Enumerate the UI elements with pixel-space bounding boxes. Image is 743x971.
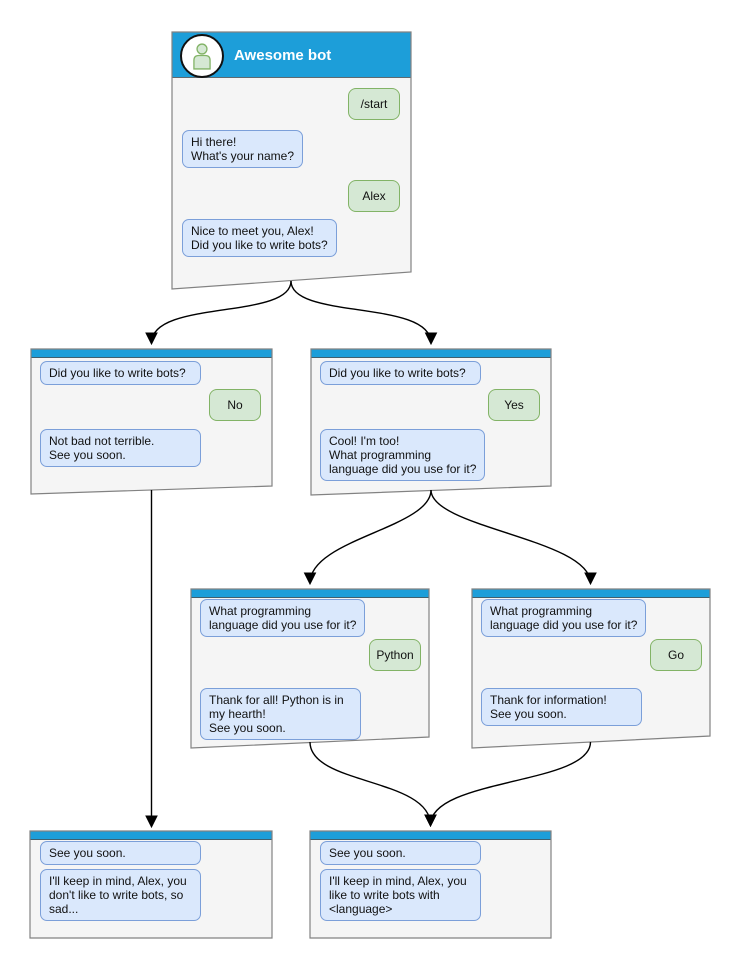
bot-message-bubble[interactable]: Did you like to write bots?	[40, 361, 201, 385]
bot-message-bubble[interactable]: I'll keep in mind, Alex, you like to wri…	[320, 869, 481, 921]
bot-message-bubble[interactable]: Hi there! What's your name?	[182, 130, 304, 168]
person-icon	[193, 43, 211, 70]
window-titlebar	[191, 589, 429, 598]
user-message-bubble[interactable]: Yes	[488, 389, 540, 421]
user-message-bubble[interactable]: Python	[369, 639, 421, 671]
chat-window-branch-no[interactable]: Did you like to write bots? No Not bad n…	[31, 349, 272, 494]
window-titlebar	[472, 589, 710, 598]
edge-start-to-branch-yes[interactable]	[290, 280, 438, 346]
bot-message-bubble[interactable]: I'll keep in mind, Alex, you don't like …	[40, 869, 201, 921]
edge-branch-yes-to-lang-go[interactable]	[430, 489, 597, 586]
window-title: Awesome bot	[234, 46, 332, 64]
edge-branch-yes-to-lang-python[interactable]	[303, 489, 432, 586]
bot-message-bubble[interactable]: What programming language did you use fo…	[481, 599, 647, 637]
chat-window-start[interactable]: Awesome bot /start Hi there! What's your…	[172, 32, 411, 289]
chat-window-branch-yes[interactable]: Did you like to write bots? Yes Cool! I'…	[311, 349, 551, 495]
edge-lang-python-to-end-yes[interactable]	[309, 741, 437, 828]
bot-message-bubble[interactable]: Thank for information! See you soon.	[481, 688, 642, 726]
bot-message-bubble[interactable]: Thank for all! Python is in my hearth! S…	[200, 688, 361, 740]
window-titlebar	[31, 349, 272, 358]
chat-window-lang-python[interactable]: What programming language did you use fo…	[191, 589, 429, 748]
chat-window-lang-go[interactable]: What programming language did you use fo…	[472, 589, 710, 748]
bot-message-bubble[interactable]: See you soon.	[40, 841, 201, 865]
bot-message-bubble[interactable]: What programming language did you use fo…	[200, 599, 366, 637]
user-message-bubble[interactable]: /start	[348, 88, 400, 120]
window-titlebar	[310, 831, 551, 840]
edge-start-to-branch-no[interactable]	[145, 280, 292, 346]
bot-message-bubble[interactable]: Did you like to write bots?	[320, 361, 481, 385]
bot-message-bubble[interactable]: Cool! I'm too! What programming language…	[320, 429, 486, 481]
chat-window-end-no[interactable]: See you soon. I'll keep in mind, Alex, y…	[30, 831, 272, 938]
bot-avatar-icon	[180, 34, 224, 78]
window-titlebar	[311, 349, 551, 358]
chat-window-end-yes[interactable]: See you soon. I'll keep in mind, Alex, y…	[310, 831, 551, 938]
bot-message-bubble[interactable]: See you soon.	[320, 841, 481, 865]
bot-message-bubble[interactable]: Not bad not terrible. See you soon.	[40, 429, 201, 467]
window-titlebar: Awesome bot	[172, 32, 411, 78]
edge-lang-go-to-end-yes[interactable]	[424, 741, 592, 828]
user-message-bubble[interactable]: Go	[650, 639, 702, 671]
bot-message-bubble[interactable]: Nice to meet you, Alex! Did you like to …	[182, 219, 337, 257]
user-message-bubble[interactable]: Alex	[348, 180, 400, 212]
user-message-bubble[interactable]: No	[209, 389, 261, 421]
window-titlebar	[30, 831, 272, 840]
